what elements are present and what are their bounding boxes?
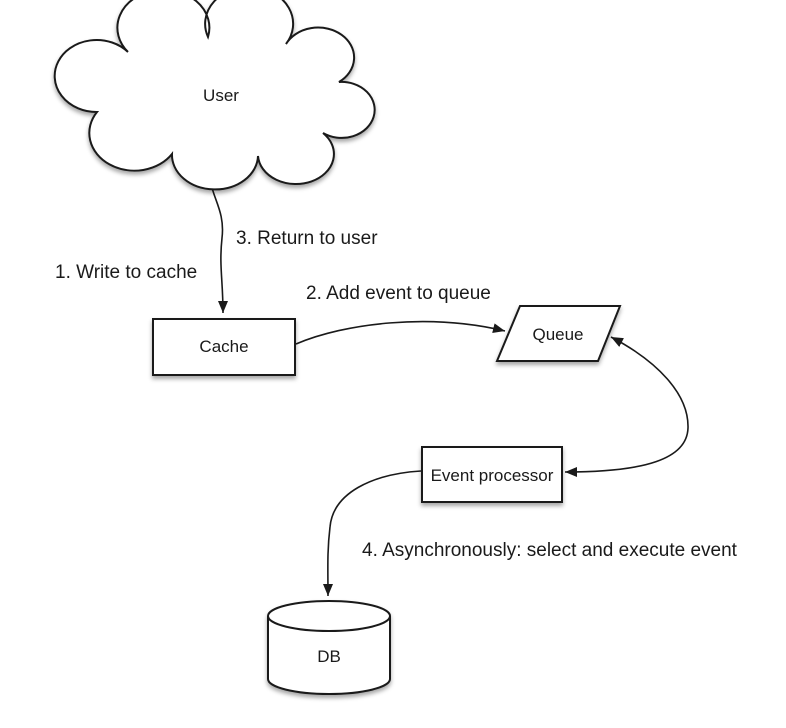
cache-label: Cache: [199, 337, 248, 356]
event-processor-node: Event processor: [421, 446, 563, 503]
user-label: User: [203, 86, 239, 105]
cache-node: Cache: [152, 318, 296, 376]
event-processor-label: Event processor: [431, 466, 554, 485]
db-label: DB: [317, 647, 341, 666]
cache-box: [152, 318, 296, 376]
event-processor-box: [421, 446, 563, 503]
queue-label: Queue: [532, 325, 583, 344]
edge-event-processor-to-db: [322, 470, 422, 597]
annotation-step4: 4. Asynchronously: select and execute ev…: [362, 540, 738, 561]
annotation-step3: 3. Return to user: [236, 228, 378, 249]
diagram-annotations: 1. Write to cache 2. Add event to queue …: [55, 228, 738, 561]
queue-node: Queue: [495, 305, 622, 362]
edge-cache-to-queue: [295, 320, 506, 345]
db-cylinder-body: [267, 616, 391, 695]
diagram-edges: [209, 163, 689, 597]
annotation-step2: 2. Add event to queue: [306, 283, 491, 304]
edge-queue-event-processor: [564, 336, 689, 477]
db-cylinder-top: [267, 600, 391, 632]
annotation-step1: 1. Write to cache: [55, 262, 197, 283]
queue-parallelogram: [495, 305, 622, 362]
user-cloud-shape: [53, 0, 376, 191]
db-node: DB: [267, 600, 391, 695]
user-node: User: [53, 0, 376, 191]
